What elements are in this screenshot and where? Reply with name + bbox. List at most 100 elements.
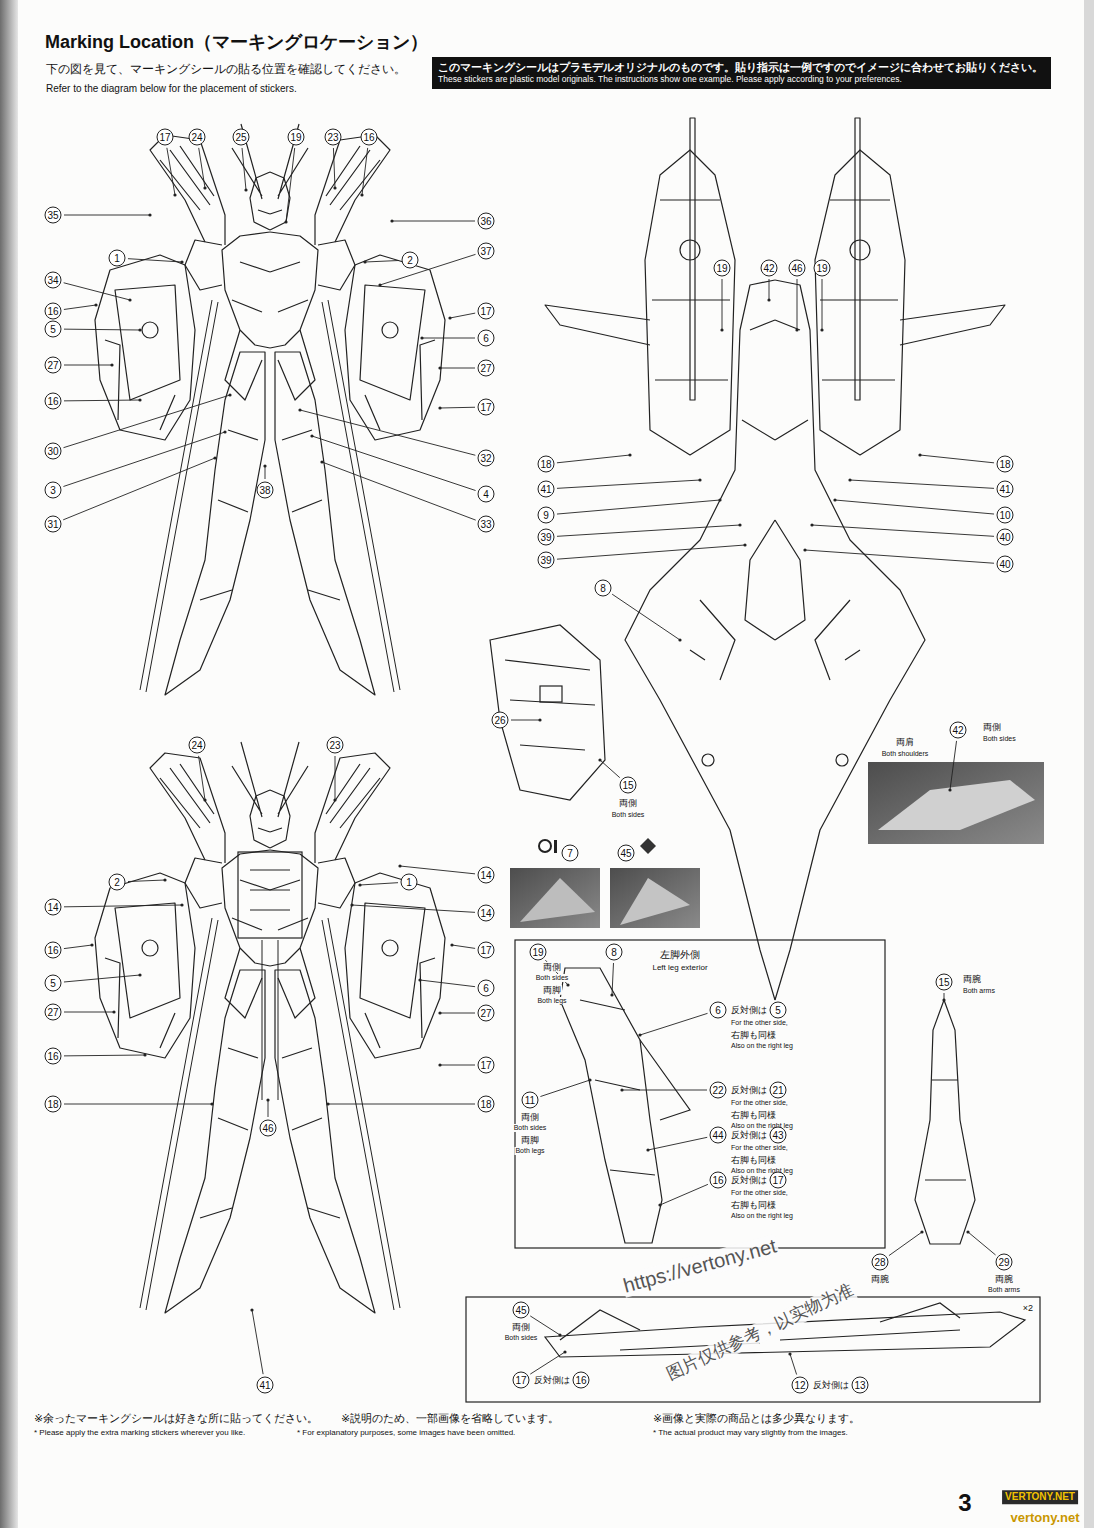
leader-line: [64, 1104, 212, 1105]
label-text: 両側: [520, 1112, 540, 1122]
callout-number: 14: [478, 867, 495, 884]
page-title: Marking Location（マーキングロケーション）: [45, 33, 428, 53]
leader-line: [889, 1232, 922, 1256]
callout-number: 2: [109, 874, 126, 891]
callout-number: 16: [573, 1372, 590, 1389]
label-text: 右脚も同様: [730, 1200, 777, 1210]
callout-number: 27: [478, 360, 495, 377]
leader-dot: [173, 193, 176, 196]
leader-dot: [563, 1350, 566, 1353]
callout-number: 25: [233, 129, 250, 146]
leader-line: [440, 1065, 475, 1066]
leader-line: [835, 500, 994, 514]
callout-number: 32: [478, 450, 495, 467]
callout-number: 21: [770, 1082, 787, 1099]
leader-line: [63, 432, 225, 486]
leader-dot: [538, 718, 541, 721]
callout-number: 17: [478, 399, 495, 416]
leader-line: [199, 148, 205, 188]
callout-number: 35: [45, 207, 62, 224]
callout-number: 12: [792, 1377, 809, 1394]
callout-number: 14: [478, 905, 495, 922]
leader-line: [328, 1104, 475, 1105]
callout-number: 23: [325, 129, 342, 146]
leader-line: [612, 594, 680, 640]
leader-line: [64, 305, 96, 309]
leader-dot: [848, 478, 851, 481]
callout-number: 19: [530, 944, 547, 961]
leader-line: [360, 883, 398, 885]
leader-dot: [138, 398, 141, 401]
leader-dot: [310, 434, 313, 437]
leader-line: [648, 1137, 707, 1150]
callout-number: 11: [522, 1092, 539, 1109]
leader-dot: [743, 543, 746, 546]
label-text: 反対側は: [730, 1085, 768, 1095]
callout-number: 7: [562, 845, 579, 862]
callout-number: 16: [361, 129, 378, 146]
label-text: ※画像と実際の商品とは多少異なります。: [652, 1412, 861, 1425]
leader-line: [362, 148, 368, 195]
leader-dot: [350, 903, 353, 906]
label-text: * For explanatory purposes, some images …: [296, 1428, 516, 1437]
callout-number: 40: [997, 556, 1014, 573]
label-text: 3: [957, 1489, 972, 1517]
callout-number: 19: [814, 260, 831, 277]
leader-line: [557, 545, 745, 559]
callout-number: 43: [770, 1127, 787, 1144]
callout-number: 45: [513, 1302, 530, 1319]
callout-number: 18: [538, 456, 555, 473]
callout-number: 46: [789, 260, 806, 277]
callout-number: 42: [950, 722, 967, 739]
leader-line: [557, 500, 720, 514]
leader-line: [365, 260, 399, 262]
callout-number: 28: [872, 1254, 889, 1271]
label-text: ×2: [1022, 1303, 1034, 1313]
line-art-part: [95, 742, 445, 1313]
leader-dot: [298, 408, 301, 411]
callout-number: 17: [478, 303, 495, 320]
leader-dot: [360, 193, 363, 196]
callout-number: 5: [770, 1002, 787, 1019]
callout-number: 1: [401, 874, 418, 891]
leader-line: [392, 221, 475, 222]
leader-dot: [266, 1098, 269, 1101]
label-text: Both sides: [504, 1334, 539, 1342]
label-text: For the other side,: [730, 1099, 789, 1107]
line-art-part: [868, 762, 1044, 844]
leader-dot: [138, 328, 141, 331]
leader-dot: [638, 1033, 641, 1036]
callout-number: 24: [189, 737, 206, 754]
callout-number: 34: [45, 272, 62, 289]
leader-dot: [698, 478, 701, 481]
line-art-part: [0, 0, 18, 1528]
leader-line: [530, 1316, 560, 1335]
leader-dot: [566, 983, 569, 986]
leader-line: [64, 945, 92, 949]
callout-number: 33: [478, 516, 495, 533]
leader-dot: [333, 186, 336, 189]
leader-line: [440, 368, 475, 369]
callout-number: 26: [492, 712, 509, 729]
notice-text-english: These stickers are plastic model origina…: [438, 74, 1045, 85]
leader-line: [600, 760, 620, 778]
callout-number: 42: [761, 260, 778, 277]
leader-line: [300, 410, 475, 455]
callout-number: 17: [770, 1172, 787, 1189]
leader-line: [265, 466, 266, 479]
leader-dot: [820, 328, 823, 331]
leader-dot: [966, 1230, 969, 1233]
leader-line: [822, 279, 823, 330]
line-art-part: [580, 1000, 655, 1175]
leader-line: [167, 148, 175, 195]
callout-number: 6: [478, 980, 495, 997]
leader-line: [722, 279, 723, 330]
callout-number: 8: [606, 944, 623, 961]
leader-line: [805, 550, 994, 563]
leader-line: [352, 905, 475, 912]
leader-line: [440, 1013, 475, 1014]
callout-number: 16: [45, 1048, 62, 1065]
leader-dot: [588, 1078, 591, 1081]
leader-dot: [203, 798, 206, 801]
